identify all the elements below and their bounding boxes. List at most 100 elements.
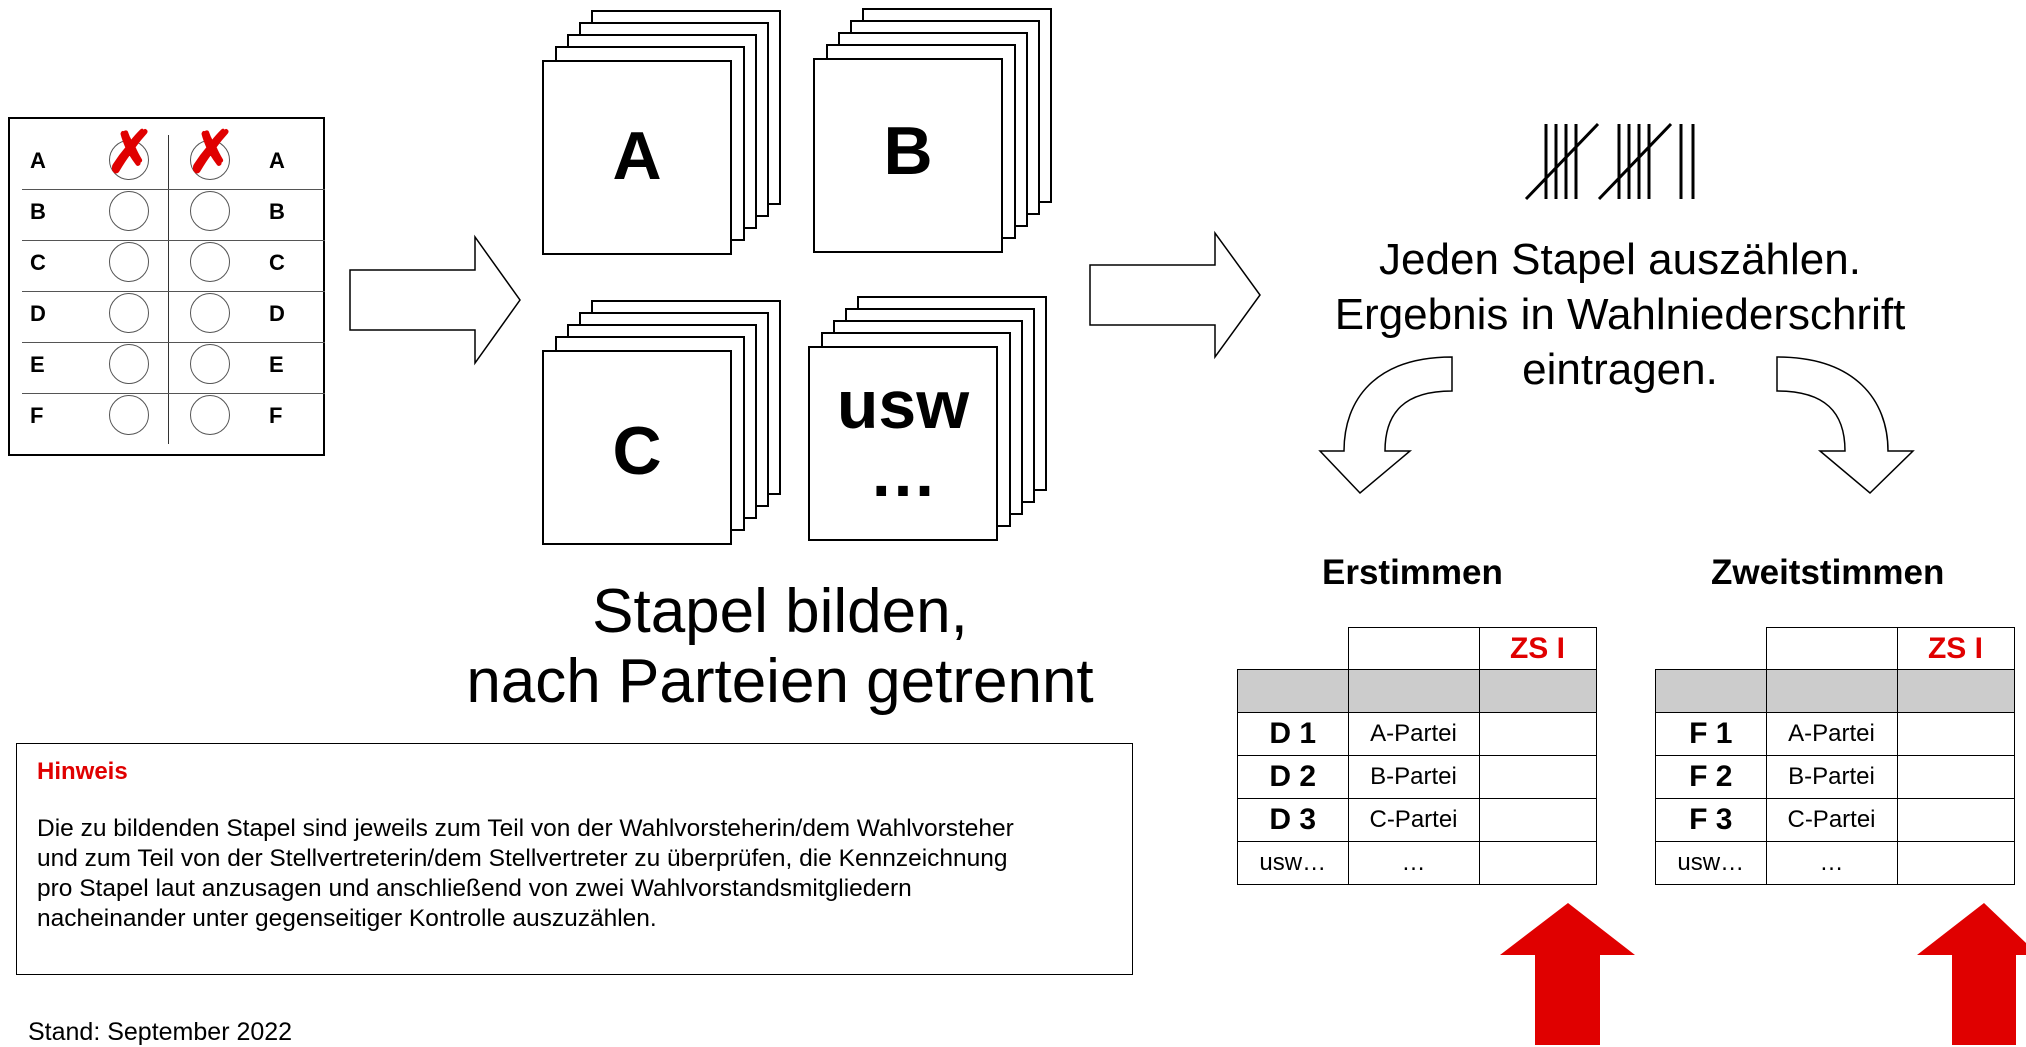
stack-sublabel: … (869, 435, 937, 511)
ballot-circle-second (190, 395, 230, 435)
ballot-circle-first (109, 344, 149, 384)
table-header-row: ZS I (1655, 627, 2015, 670)
ballot-circle-first (109, 140, 149, 180)
ballot-row: B B (10, 186, 315, 237)
table-code: usw… (1655, 841, 1767, 885)
ballot-left-letter: C (30, 250, 46, 275)
table-code: F 3 (1655, 798, 1767, 842)
zs-label: ZS I (1896, 627, 2015, 670)
hint-line: nacheinander unter gegenseitiger Kontrol… (37, 905, 657, 932)
table-code: usw… (1237, 841, 1349, 885)
second-votes-heading: Zweitstimmen (1711, 553, 1945, 592)
table-party: A-Partei (1347, 712, 1480, 756)
table-party: C-Partei (1765, 798, 1898, 842)
hint-line: pro Stapel laut anzusagen und anschließe… (37, 875, 912, 902)
stack-card: A (542, 60, 732, 255)
ballot-right-letter: D (269, 301, 285, 326)
stacks-caption: Stapel bilden, nach Parteien getrennt (420, 577, 1140, 717)
table-party: B-Partei (1347, 755, 1480, 799)
table-party: B-Partei (1765, 755, 1898, 799)
stack-label: usw (836, 367, 970, 443)
table-row: D 1 A-Partei (1237, 712, 1597, 756)
table-row: usw… … (1237, 841, 1597, 885)
ballot-right-letter: F (269, 403, 283, 428)
ballot-circle-second (190, 140, 230, 180)
ballot-row: A ✗ ✗ A (10, 124, 315, 186)
curved-down-arrow-icon (1318, 356, 1453, 495)
cross-mark-icon: ✗ (106, 120, 155, 185)
curved-down-arrow-icon (1776, 356, 1915, 495)
stack-label: B (883, 113, 933, 189)
ballot-divider (168, 135, 169, 444)
ballot-left-letter: A (30, 148, 46, 173)
ballot-row: C C (10, 237, 315, 288)
table-party: A-Partei (1765, 712, 1898, 756)
table-grey-row (1655, 669, 2015, 713)
right-arrow-icon (349, 234, 521, 366)
ballot-circle-first (109, 242, 149, 282)
table-party: C-Partei (1347, 798, 1480, 842)
ballot-circle-second (190, 293, 230, 333)
count-caption-line2: Ergebnis in Wahlniederschrift (1334, 290, 1906, 339)
hint-box: Hinweis Die zu bildenden Stapel sind jew… (16, 743, 1133, 975)
ballot-paper: A ✗ ✗ A B B C C D D E E F F (8, 117, 325, 456)
table-row: F 3 C-Partei (1655, 798, 2015, 842)
stack-a: A (540, 10, 790, 255)
count-caption-line1: Jeden Stapel auszählen. (1379, 235, 1861, 284)
ballot-circle-first (109, 395, 149, 435)
second-votes-table: ZS I F 1 A-Partei F 2 B-Partei F 3 C-Par… (1655, 627, 2015, 885)
table-party: … (1347, 841, 1480, 885)
ballot-circle-first (109, 191, 149, 231)
stack-card: usw … (808, 346, 998, 541)
right-arrow-icon (1089, 230, 1261, 360)
table-header-row: ZS I (1237, 627, 1597, 670)
hint-title: Hinweis (37, 758, 128, 785)
ballot-row-line (22, 189, 325, 190)
ballot-row: E E (10, 339, 315, 390)
table-grey-row (1237, 669, 1597, 713)
stacks-caption-line2: nach Parteien getrennt (466, 647, 1094, 716)
hint-body: Die zu bildenden Stapel sind jeweils zum… (37, 814, 1117, 934)
status-date: Stand: September 2022 (28, 1018, 293, 1046)
ballot-row-line (22, 240, 325, 241)
ballot-circle-second (190, 191, 230, 231)
hint-line: Die zu bildenden Stapel sind jeweils zum… (37, 815, 1014, 842)
ballot-left-letter: F (30, 403, 44, 428)
first-votes-heading: Erstimmen (1322, 553, 1503, 592)
ballot-right-letter: C (269, 250, 285, 275)
stack-card: B (813, 58, 1003, 253)
cross-mark-icon: ✗ (187, 120, 236, 185)
stacks-caption-line1: Stapel bilden, (592, 577, 968, 646)
ballot-row-line (22, 291, 325, 292)
red-up-arrow-icon (1500, 903, 1635, 1045)
table-code: D 2 (1237, 755, 1349, 799)
ballot-right-letter: E (269, 352, 284, 377)
ballot-row: F F (10, 390, 315, 441)
table-row: D 2 B-Partei (1237, 755, 1597, 799)
table-code: F 1 (1655, 712, 1767, 756)
hint-line: und zum Teil von der Stellvertreterin/de… (37, 845, 1008, 872)
first-votes-table: ZS I D 1 A-Partei D 2 B-Partei D 3 C-Par… (1237, 627, 1597, 885)
tally-marks-icon (1524, 122, 1695, 201)
table-code: F 2 (1655, 755, 1767, 799)
stack-label: A (612, 118, 662, 194)
table-code: D 1 (1237, 712, 1349, 756)
ballot-row: D D (10, 288, 315, 339)
stack-b: B (811, 8, 1061, 253)
ballot-row-line (22, 393, 325, 394)
table-code: D 3 (1237, 798, 1349, 842)
ballot-row-line (22, 342, 325, 343)
table-row: F 2 B-Partei (1655, 755, 2015, 799)
count-caption-line3: eintragen. (1522, 345, 1718, 394)
ballot-right-letter: B (269, 199, 285, 224)
table-row: F 1 A-Partei (1655, 712, 2015, 756)
stack-card: C (542, 350, 732, 545)
stack-more: usw … (806, 296, 1056, 541)
ballot-circle-second (190, 344, 230, 384)
stack-c: C (540, 300, 790, 545)
red-up-arrow-icon (1917, 903, 2026, 1045)
table-row: D 3 C-Partei (1237, 798, 1597, 842)
table-row: usw… … (1655, 841, 2015, 885)
zs-label: ZS I (1478, 627, 1597, 670)
